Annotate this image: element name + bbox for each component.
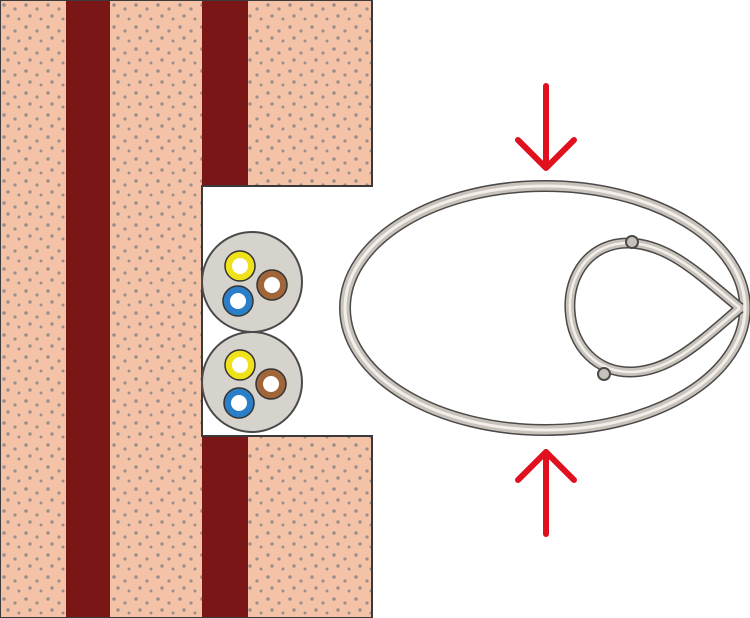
stud-left (66, 0, 110, 618)
cable-grommet-loop (339, 180, 750, 436)
wire-blue (222, 285, 254, 317)
wire-brown (256, 269, 288, 301)
stud-right-lower (202, 436, 248, 618)
compress-arrow-top (515, 83, 577, 171)
cable-upper (201, 231, 303, 333)
wire-yellow (224, 349, 256, 381)
grommet-nub-top (625, 235, 639, 249)
stud-right-upper (202, 0, 248, 186)
wire-brown (255, 368, 287, 400)
grommet-inner-loop (564, 237, 744, 378)
wire-blue (223, 387, 255, 419)
grommet-nub-bottom (597, 367, 611, 381)
wire-yellow (224, 250, 256, 282)
wall-section (0, 0, 373, 618)
cable-lower (201, 331, 303, 433)
wall-body (0, 0, 373, 618)
compress-arrow-bottom (515, 449, 577, 537)
